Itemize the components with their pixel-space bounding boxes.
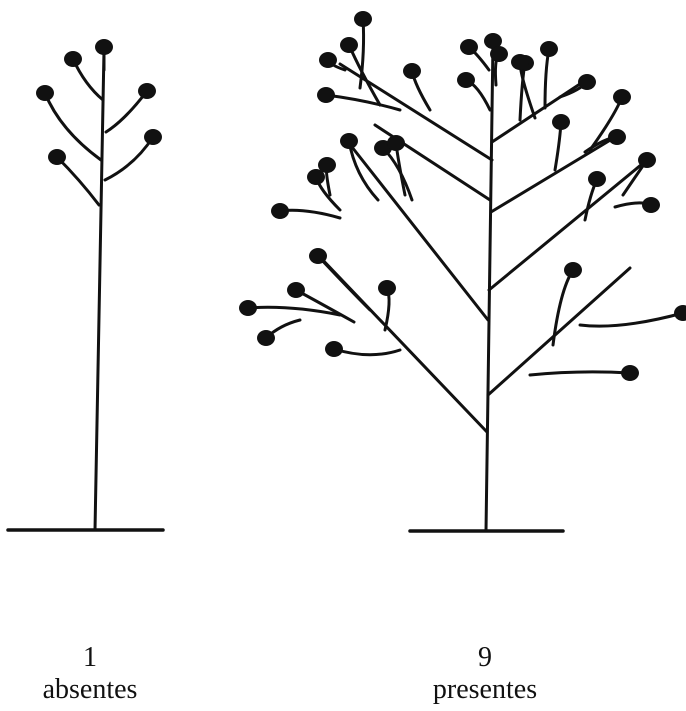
plant-left-unbranched bbox=[8, 39, 163, 530]
right-tr-4-flower bbox=[511, 54, 529, 70]
left-low-left-flower bbox=[48, 149, 66, 165]
left-mid-right-flower bbox=[144, 129, 162, 145]
right-ll-6-flower bbox=[325, 341, 343, 357]
right-tl-2-flower bbox=[354, 11, 372, 27]
right-lr-3-flower bbox=[621, 365, 639, 381]
right-mr-1-flower bbox=[588, 171, 606, 187]
right-ur-2-flower bbox=[608, 129, 626, 145]
right-tr-3-flower bbox=[578, 74, 596, 90]
right-ml-1-flower bbox=[340, 133, 358, 149]
left-mid-left-flower bbox=[36, 85, 54, 101]
left-top-flower bbox=[95, 39, 113, 55]
left-upper-right-pedicel bbox=[106, 91, 147, 132]
plant-right-label: presentes bbox=[400, 674, 570, 706]
right-lr-3-pedicel bbox=[530, 372, 630, 375]
right-ll-3-pedicel bbox=[248, 307, 340, 315]
right-ll-4-flower bbox=[257, 330, 275, 346]
branch-right-top bbox=[492, 80, 586, 142]
right-mr-3-flower bbox=[638, 152, 656, 168]
right-tl-4-pedicel bbox=[326, 95, 400, 110]
right-ll-1-flower bbox=[309, 248, 327, 264]
plant-right-branched bbox=[239, 11, 686, 531]
right-ml-4-flower bbox=[271, 203, 289, 219]
right-top-right-flower bbox=[490, 46, 508, 62]
caption-left: 1 absentes bbox=[10, 642, 170, 706]
plant-right-number: 9 bbox=[400, 642, 570, 674]
main-stem-left bbox=[95, 50, 104, 530]
right-ur-3-flower bbox=[613, 89, 631, 105]
right-tl-3-flower bbox=[319, 52, 337, 68]
right-lr-2-pedicel bbox=[580, 313, 683, 326]
right-ll-2-flower bbox=[287, 282, 305, 298]
branch-right-lowest bbox=[488, 268, 630, 395]
right-tl-5-flower bbox=[403, 63, 421, 79]
left-upper-right-flower bbox=[138, 83, 156, 99]
right-tl-4-flower bbox=[317, 87, 335, 103]
caption-right: 9 presentes bbox=[400, 642, 570, 706]
right-mr-2-flower bbox=[642, 197, 660, 213]
right-lr-1-flower bbox=[564, 262, 582, 278]
right-tl-1-flower bbox=[340, 37, 358, 53]
right-tr-2-flower bbox=[540, 41, 558, 57]
right-ml-4-pedicel bbox=[280, 210, 340, 218]
right-ur-1-flower bbox=[552, 114, 570, 130]
right-ll-2-pedicel bbox=[296, 290, 354, 322]
right-ll-1-pedicel bbox=[318, 256, 370, 310]
right-lr-1-pedicel bbox=[553, 270, 573, 345]
right-tr-2-pedicel bbox=[545, 49, 549, 108]
right-ml-3-flower bbox=[318, 157, 336, 173]
right-ul-2-flower bbox=[387, 135, 405, 151]
right-ll-6-pedicel bbox=[334, 349, 400, 355]
right-top-left-flower bbox=[460, 39, 478, 55]
right-lr-2-flower bbox=[674, 305, 686, 321]
left-mid-right-pedicel bbox=[105, 137, 153, 180]
right-top-left2-flower bbox=[457, 72, 475, 88]
plant-left-number: 1 bbox=[10, 642, 170, 674]
right-ll-3-flower bbox=[239, 300, 257, 316]
left-low-left-pedicel bbox=[57, 157, 99, 205]
branch-right-upper bbox=[491, 133, 622, 212]
plant-left-label: absentes bbox=[10, 674, 170, 706]
left-upper-left-flower bbox=[64, 51, 82, 67]
right-ll-5-flower bbox=[378, 280, 396, 296]
branch-left-middle bbox=[348, 142, 488, 320]
